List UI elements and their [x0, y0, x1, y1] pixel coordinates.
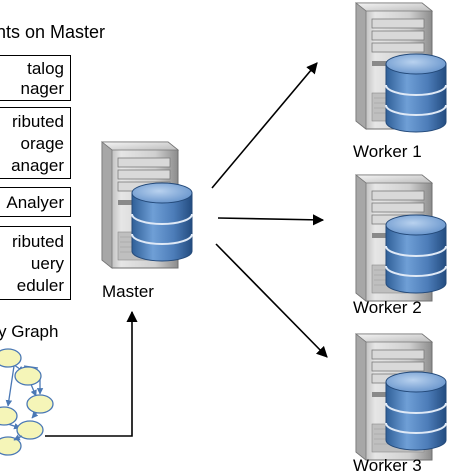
storage-manager-line-2: orage	[20, 134, 64, 153]
query-scheduler-line-1: ributed	[12, 232, 64, 251]
worker-3-database-icon	[385, 371, 447, 451]
query-graph	[0, 348, 54, 456]
arrow-master-to-worker-1	[211, 62, 318, 189]
worker-2-label: Worker 2	[353, 298, 422, 317]
master-label: Master	[102, 282, 154, 301]
analyzer-line-1: Analyer	[6, 193, 64, 212]
arrow-master-to-worker-2	[217, 214, 325, 226]
worker-1-database-icon	[385, 53, 447, 133]
storage-manager-line-3: anager	[11, 156, 64, 175]
master-database-icon	[131, 182, 193, 262]
graph-title: y Graph	[0, 322, 59, 341]
graph-node	[0, 348, 22, 368]
master-components-title: nts on Master	[0, 22, 106, 42]
catalog-manager-line-1: talog	[27, 59, 64, 78]
graph-node	[0, 436, 22, 456]
query-scheduler-line-3: eduler	[16, 276, 64, 295]
arrow-graph-to-master	[45, 310, 138, 437]
catalog-manager-box: talog nager	[0, 55, 71, 101]
catalog-manager-line-2: nager	[20, 79, 64, 98]
analyzer-box: Analyer	[0, 187, 71, 217]
worker-1-label: Worker 1	[353, 142, 422, 161]
arrow-master-to-worker-3	[215, 243, 328, 358]
storage-manager-line-1: ributed	[12, 112, 64, 131]
query-scheduler-line-2: uery	[30, 254, 64, 273]
graph-node	[16, 420, 44, 440]
worker-2-database-icon	[385, 214, 447, 294]
graph-node	[26, 394, 54, 414]
distributed-storage-manager-box: ributed orage anager	[0, 107, 71, 179]
graph-node	[0, 406, 18, 426]
distributed-query-scheduler-box: ributed uery eduler	[0, 226, 71, 300]
graph-node	[14, 366, 42, 386]
worker-3-label: Worker 3	[353, 456, 422, 475]
